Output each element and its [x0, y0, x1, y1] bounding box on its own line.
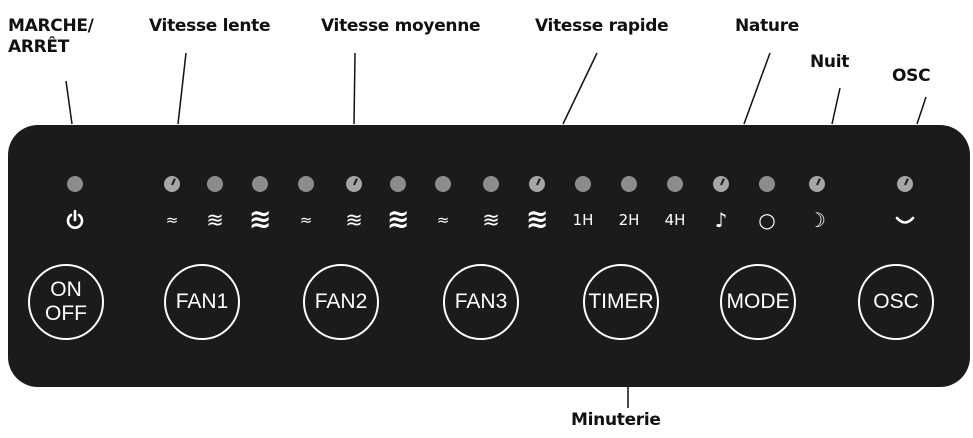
moon-icon: ☽: [808, 208, 826, 232]
indicator-led-6: [346, 176, 362, 192]
indicator-led-16: [809, 176, 825, 192]
callout-timer: Minuterie: [571, 410, 661, 430]
indicator-led-2: [164, 176, 180, 192]
timer-button-label-line: TIMER: [588, 290, 654, 313]
indicator-led-7: [390, 176, 406, 192]
indicator-led-13: [667, 176, 683, 192]
wave-mid-icon: ≋: [345, 208, 363, 232]
indicator-led-12: [621, 176, 637, 192]
indicator-led-15: [759, 176, 775, 192]
indicator-led-4: [252, 176, 268, 192]
leader-nature: [743, 52, 771, 125]
mode-button-label-line: MODE: [726, 290, 790, 313]
fan3-button-label: FAN3: [455, 290, 508, 314]
indicator-led-11: [575, 176, 591, 192]
fan1-button-label-line: FAN1: [175, 290, 229, 313]
fan2-button-label: FAN2: [315, 290, 368, 314]
wave-low-icon: ≈: [436, 211, 450, 229]
wave-mid-icon: ≋: [206, 208, 224, 232]
mode-button[interactable]: MODE: [720, 264, 796, 340]
indicator-led-9: [483, 176, 499, 192]
fan1-button[interactable]: FAN1: [164, 264, 240, 340]
wave-high-icon: ≋: [386, 204, 410, 235]
fan3-button-label-line: FAN3: [454, 290, 508, 313]
timer-button[interactable]: TIMER: [583, 264, 659, 340]
timer-button-label: TIMER: [588, 290, 653, 314]
leader-fast: [562, 52, 598, 125]
callout-night: Nuit: [810, 52, 850, 72]
indicator-led-17: [897, 176, 913, 192]
indicator-led-3: [207, 176, 223, 192]
leader-medium: [353, 52, 356, 125]
callout-slow-speed: Vitesse lente: [149, 16, 271, 36]
callout-nature: Nature: [735, 16, 800, 36]
wave-high-icon: ≋: [248, 204, 272, 235]
callout-power: MARCHE/ ARRÊT: [8, 16, 94, 58]
indicator-led-5: [298, 176, 314, 192]
leader-power: [65, 80, 73, 125]
wave-mid-icon: ≋: [482, 208, 500, 232]
leader-slow: [177, 52, 187, 125]
indicator-led-14: [713, 176, 729, 192]
callout-fast-speed: Vitesse rapide: [535, 16, 669, 36]
timer-4h-label: 4H: [664, 211, 686, 229]
oscillation-icon: [885, 214, 925, 234]
wave-low-icon: ≈: [299, 211, 313, 229]
mode-button-label: MODE: [727, 290, 790, 314]
fan1-button-label: FAN1: [176, 290, 229, 314]
fan2-button[interactable]: FAN2: [303, 264, 379, 340]
fan3-button[interactable]: FAN3: [443, 264, 519, 340]
callout-osc: OSC: [892, 66, 931, 86]
osc-button[interactable]: OSC: [858, 264, 934, 340]
circle-icon: ○: [758, 208, 776, 232]
on-off-button-label-line: ON: [50, 278, 82, 301]
power-icon: [55, 209, 95, 236]
osc-button-label-line: OSC: [873, 290, 919, 313]
indicator-led-10: [529, 176, 545, 192]
wave-low-icon: ≈: [165, 211, 179, 229]
wave-high-icon: ≋: [525, 204, 549, 235]
indicator-led-1: [67, 176, 83, 192]
on-off-button-label-line: OFF: [45, 302, 87, 325]
callout-medium-speed: Vitesse moyenne: [321, 16, 481, 36]
timer-2h-label: 2H: [618, 211, 640, 229]
callout-power-line-2: ARRÊT: [8, 37, 70, 57]
timer-1h-label: 1H: [572, 211, 594, 229]
callout-power-line-1: MARCHE/: [8, 16, 94, 36]
music-note-icon: ♪: [714, 208, 728, 232]
osc-button-label: OSC: [873, 290, 919, 314]
indicator-led-8: [435, 176, 451, 192]
fan2-button-label-line: FAN2: [314, 290, 368, 313]
leader-osc: [916, 96, 927, 125]
leader-night: [831, 87, 841, 125]
